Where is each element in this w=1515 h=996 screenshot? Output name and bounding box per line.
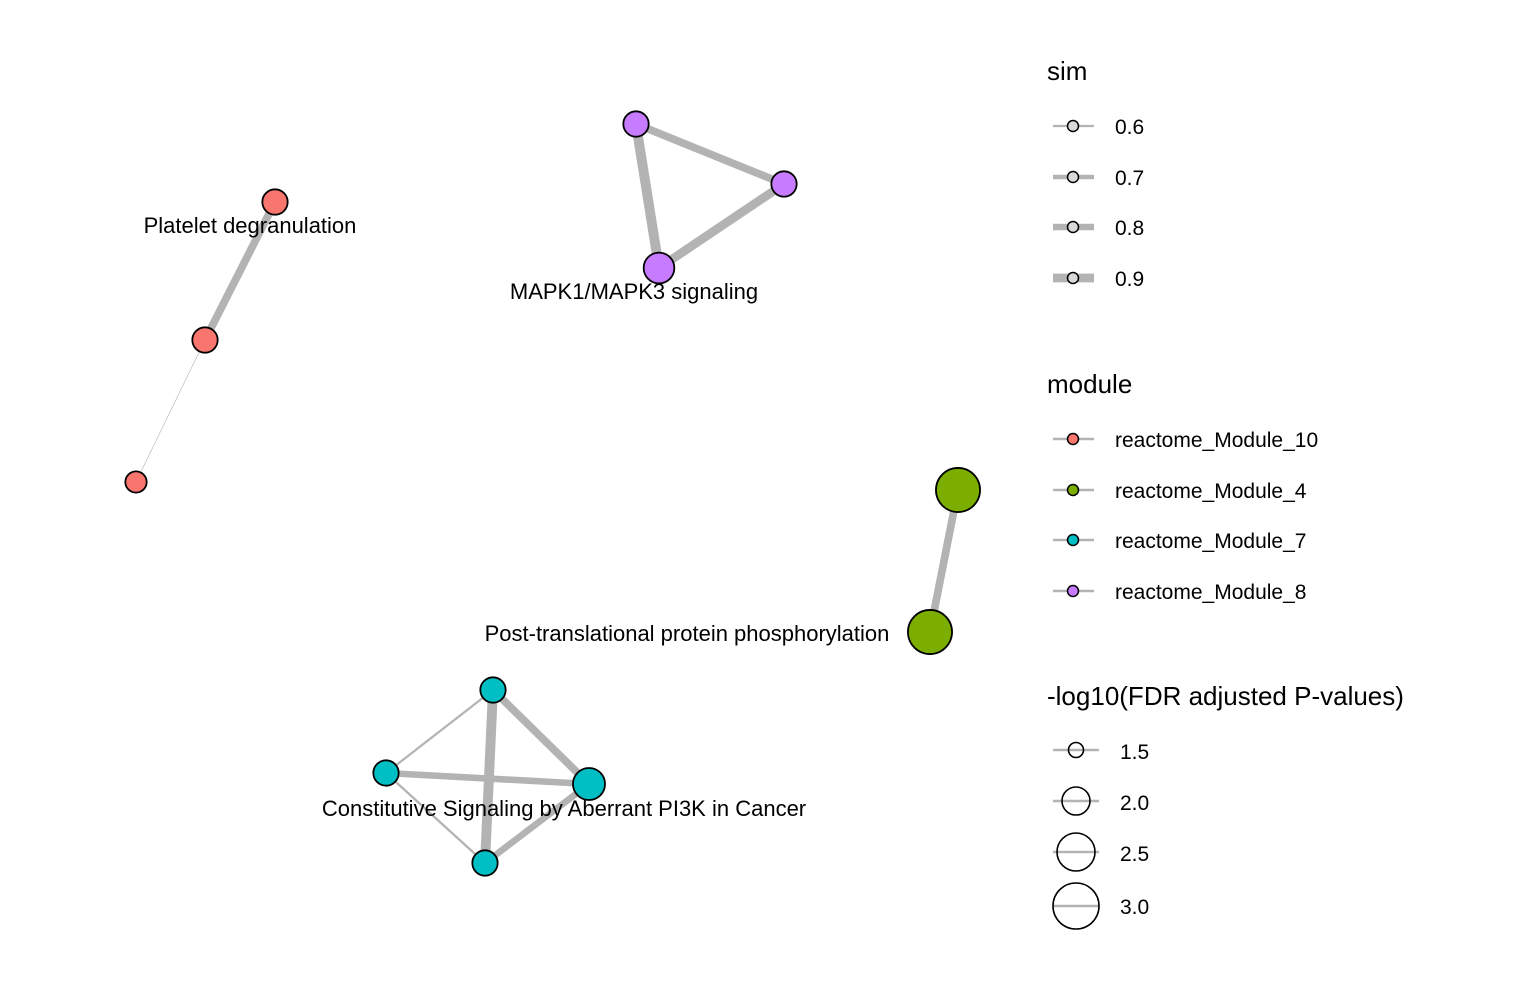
legend-label-module-2: reactome_Module_7 (1115, 530, 1306, 553)
legend-sim-key-dot-0 (1066, 119, 1080, 133)
legend-label-sim-3: 0.9 (1115, 268, 1144, 291)
legend-sim-key-dot-1 (1066, 170, 1080, 184)
legend-title-pvalue: -log10(FDR adjusted P-values) (1047, 681, 1404, 711)
node-label-pi3k-cancer: Constitutive Signaling by Aberrant PI3K … (322, 796, 806, 821)
node-m10_b (191, 326, 219, 354)
legend-label-sim-1: 0.7 (1115, 167, 1144, 190)
legend-module-key-dot-1 (1066, 483, 1080, 497)
legend-pvalue-key-circle-2 (1056, 832, 1096, 872)
node-label-mapk-signaling: MAPK1/MAPK3 signaling (510, 279, 758, 304)
node-label-post-translational: Post-translational protein phosphorylati… (485, 621, 890, 646)
legend-label-pvalue-1: 2.0 (1120, 792, 1149, 815)
legend-label-pvalue-0: 1.5 (1120, 741, 1149, 764)
node-label-platelet-degranulation: Platelet degranulation (144, 213, 357, 238)
edge-m7_b-m7_c (385, 769, 590, 788)
nodes-layer (124, 110, 981, 877)
node-m7_d (471, 849, 499, 877)
edge-m8_a-m8_c (631, 123, 664, 269)
legend-sim-keys (1053, 119, 1094, 285)
edges-layer (135, 120, 962, 866)
legend-title-module: module (1047, 369, 1132, 399)
legend-label-module-1: reactome_Module_4 (1115, 480, 1307, 503)
legend-module-key-dot-3 (1066, 584, 1080, 598)
node-m4_b (907, 609, 953, 655)
legend-sim-key-dot-2 (1066, 220, 1080, 234)
legend-pvalue-key-circle-3 (1052, 882, 1100, 930)
legend-pvalue-keys (1052, 741, 1100, 930)
legend: sim 0.6 0.7 0.8 0.9 module reactome_Modu… (1047, 56, 1404, 930)
edge-m7_a-m7_b (385, 689, 494, 774)
node-m10_c (124, 470, 148, 494)
node-m7_c (572, 767, 606, 801)
legend-label-sim-0: 0.6 (1115, 116, 1144, 139)
legend-module-key-dot-2 (1066, 533, 1080, 547)
node-m7_b (372, 759, 400, 787)
legend-label-pvalue-3: 3.0 (1120, 896, 1149, 919)
node-m7_a (479, 676, 507, 704)
legend-module-keys (1053, 432, 1094, 598)
legend-label-sim-2: 0.8 (1115, 217, 1144, 240)
node-m8_a (622, 110, 650, 138)
edge-m10_a-m10_b (201, 200, 279, 342)
labels-layer: Platelet degranulation MAPK1/MAPK3 signa… (144, 213, 890, 821)
node-m10_a (261, 188, 289, 216)
node-m8_c (642, 251, 676, 285)
legend-title-sim: sim (1047, 56, 1087, 86)
legend-sim-key-dot-3 (1066, 271, 1080, 285)
legend-label-module-0: reactome_Module_10 (1115, 429, 1318, 452)
edge-m7_a-m7_c (490, 687, 592, 787)
legend-pvalue-key-circle-0 (1067, 741, 1085, 759)
legend-module-key-dot-0 (1066, 432, 1080, 446)
node-m8_b (770, 170, 798, 198)
edge-m10_b-m10_c (135, 339, 206, 483)
edge-m7_b-m7_d (385, 772, 486, 864)
edge-m7_c-m7_d (483, 781, 591, 866)
edge-m8_a-m8_b (634, 120, 786, 188)
legend-label-pvalue-2: 2.5 (1120, 843, 1149, 866)
legend-pvalue-key-circle-1 (1061, 786, 1091, 816)
legend-label-module-3: reactome_Module_8 (1115, 581, 1306, 604)
node-m4_a (935, 467, 981, 513)
edge-m4_a-m4_b (926, 489, 962, 633)
edge-m8_b-m8_c (656, 180, 787, 272)
